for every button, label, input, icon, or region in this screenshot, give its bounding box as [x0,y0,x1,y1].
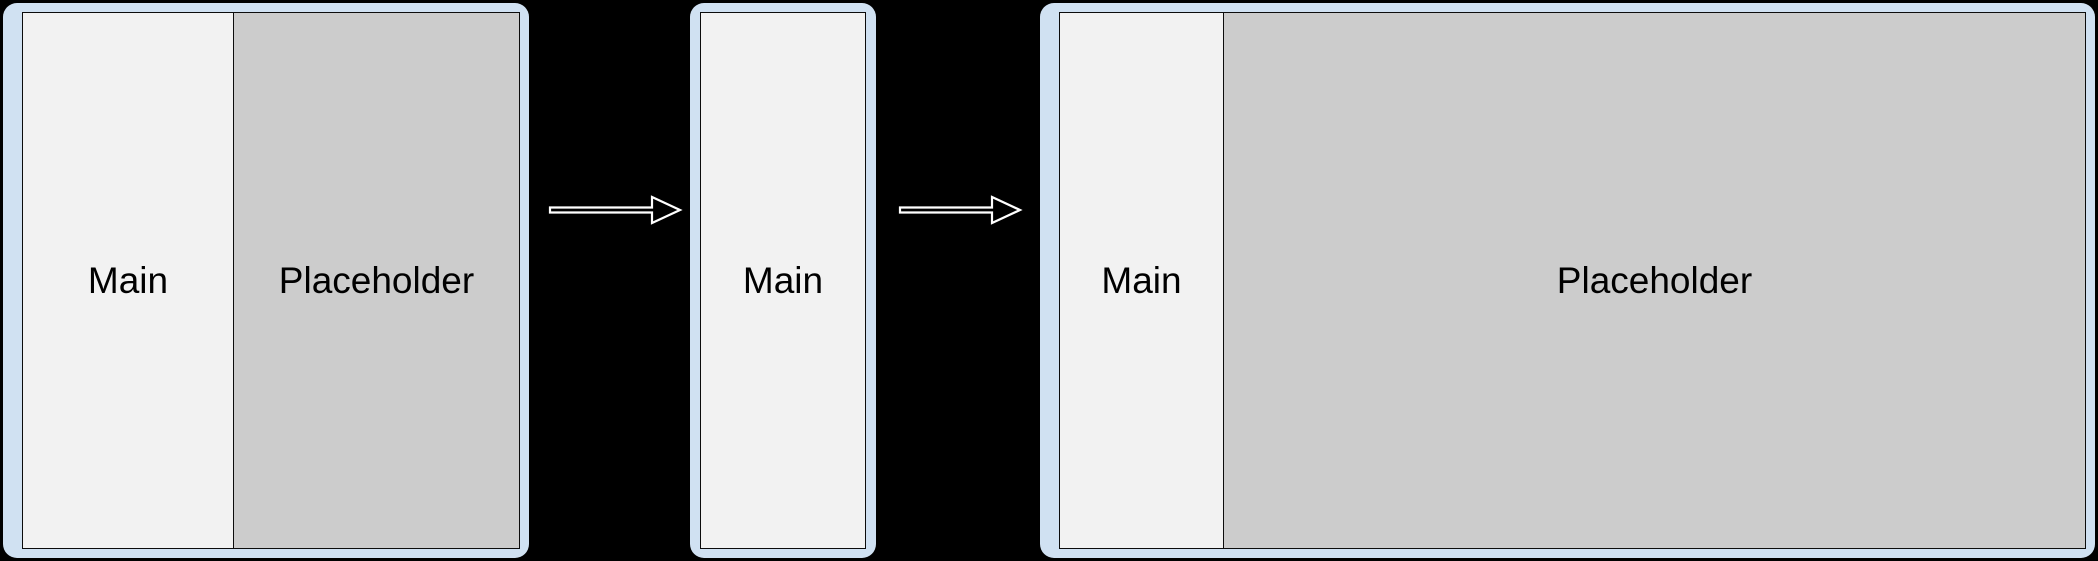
region-main: Main [23,13,233,548]
region-placeholder: Placeholder [1223,13,2085,548]
region-main-label: Main [742,260,824,301]
panel-wide-left: Main Placeholder [3,3,529,558]
arrow-right-icon [548,190,683,230]
arrow-right-glyph [898,195,1023,225]
panel-narrow-screen: Main [700,12,866,549]
region-main-label: Main [87,260,169,301]
region-placeholder-label: Placeholder [1556,260,1753,301]
region-placeholder: Placeholder [233,13,519,548]
panel-wide-right-screen: Main Placeholder [1059,12,2086,549]
arrow-right-icon [898,190,1023,230]
panel-narrow: Main [690,3,876,558]
region-main: Main [701,13,865,548]
panel-wide-left-screen: Main Placeholder [22,12,520,549]
region-placeholder-label: Placeholder [278,260,475,301]
region-main: Main [1060,13,1223,548]
region-main-label: Main [1101,260,1182,301]
panel-wide-right: Main Placeholder [1040,3,2095,558]
arrow-right-glyph [548,195,683,225]
